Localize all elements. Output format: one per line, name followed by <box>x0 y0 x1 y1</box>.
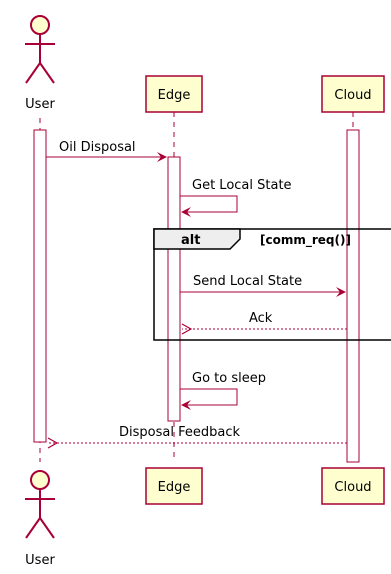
user-activation <box>33 129 47 443</box>
edge-activation <box>167 156 181 422</box>
actor-icon <box>25 15 55 84</box>
go-to-sleep-arrow <box>180 388 238 410</box>
alt-keyword: alt <box>181 233 200 248</box>
go-to-sleep-label: Go to sleep <box>192 371 266 386</box>
user-actor-top: User <box>25 15 55 112</box>
edge-participant-top: Edge <box>145 75 203 113</box>
edge-label-bottom: Edge <box>158 480 191 495</box>
cloud-label-bottom: Cloud <box>334 480 371 495</box>
send-local-state-label: Send Local State <box>193 274 302 289</box>
user-actor-bottom: User <box>25 470 55 568</box>
edge-participant-bottom: Edge <box>145 467 203 505</box>
disposal-feedback-label: Disposal Feedback <box>119 425 240 440</box>
alt-guard: [comm_req()] <box>260 233 351 248</box>
ack-label: Ack <box>249 311 273 326</box>
actor-icon <box>25 470 55 539</box>
cloud-activation <box>346 129 360 463</box>
oil-disposal-label: Oil Disposal <box>59 140 136 155</box>
user-label-top: User <box>25 97 55 112</box>
get-local-state-label: Get Local State <box>192 178 292 193</box>
alt-fragment: alt [comm_req()] <box>153 228 391 341</box>
cloud-participant-top: Cloud <box>321 75 385 113</box>
cloud-participant-bottom: Cloud <box>321 467 385 505</box>
user-label-bottom: User <box>25 553 55 568</box>
cloud-label-top: Cloud <box>334 88 371 103</box>
get-local-state-arrow <box>180 195 238 217</box>
edge-label-top: Edge <box>158 88 191 103</box>
